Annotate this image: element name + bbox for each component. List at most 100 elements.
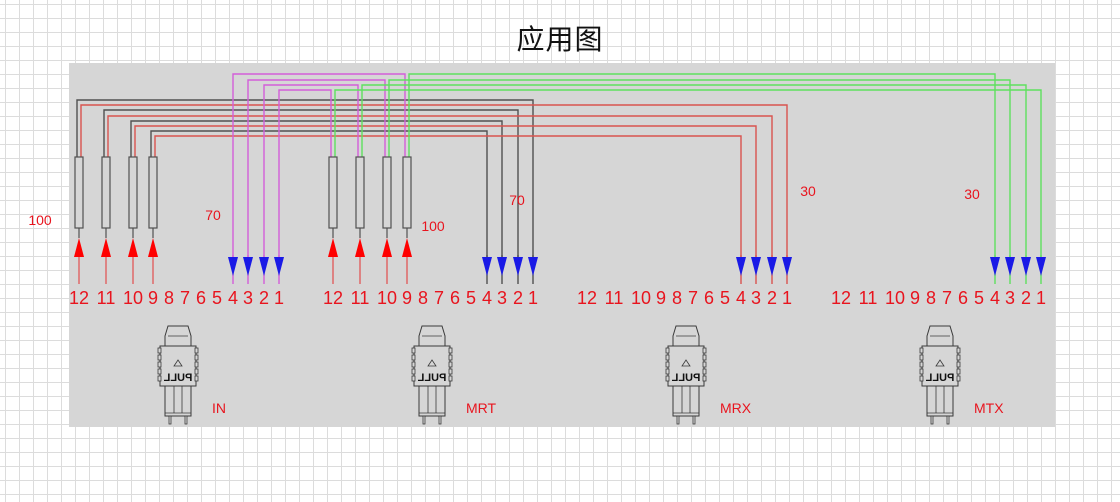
- notch: [702, 368, 707, 375]
- notch: [157, 354, 162, 361]
- pin-label-mrx-4: 4: [736, 288, 746, 308]
- tx-down-arrow-icon: [497, 257, 507, 276]
- pin-label-in-9: 9: [148, 288, 158, 308]
- notch: [665, 354, 670, 361]
- wire-in-2-to-mrt-11: [263, 84, 359, 260]
- connector-boot: [164, 385, 192, 417]
- pin-label-mtx-12: 12: [831, 288, 851, 308]
- fiber-tube-in-11: [101, 156, 111, 229]
- pull-text: PULL: [671, 372, 700, 384]
- notch: [956, 347, 961, 354]
- tx-down-arrow-icon: [259, 257, 269, 276]
- length-label-mtx-length: 30: [964, 186, 980, 202]
- pin-label-in-2: 2: [259, 288, 269, 308]
- notch: [665, 368, 670, 375]
- pull-text: PULL: [163, 372, 192, 384]
- pin-label-mrx-6: 6: [704, 288, 714, 308]
- fiber-tube-mrt-10: [382, 156, 392, 229]
- notch: [956, 375, 961, 382]
- pin-label-mrt-3: 3: [497, 288, 507, 308]
- pin-label-mrt-10: 10: [377, 288, 397, 308]
- pin-label-mrx-12: 12: [577, 288, 597, 308]
- fiber-tube-mrt-9: [402, 156, 412, 229]
- tx-down-arrow-icon: [1036, 257, 1046, 276]
- notch: [919, 354, 924, 361]
- wire-in-1-to-mrt-12: [278, 89, 332, 260]
- pin-label-in-5: 5: [212, 288, 222, 308]
- notch: [702, 354, 707, 361]
- pin-label-mtx-9: 9: [910, 288, 920, 308]
- wire-in-10-to-mrt-3: [130, 120, 503, 260]
- pin-label-mrt-6: 6: [450, 288, 460, 308]
- tx-down-arrow-icon: [482, 257, 492, 276]
- pin-label-mtx-2: 2: [1021, 288, 1031, 308]
- pin-label-mrx-10: 10: [631, 288, 651, 308]
- guide-pin: [676, 415, 680, 425]
- pull-triangle-icon: [173, 359, 183, 367]
- rx-up-arrow-icon: [402, 238, 412, 257]
- notch: [702, 375, 707, 382]
- wire-in-9-to-mrx-4: [154, 135, 742, 260]
- connector-label-mrx: MRX: [720, 400, 752, 416]
- tx-down-arrow-icon: [751, 257, 761, 276]
- tx-down-arrow-icon: [1021, 257, 1031, 276]
- tx-down-arrow-icon: [736, 257, 746, 276]
- pull-triangle-icon: [681, 359, 691, 367]
- notch: [448, 354, 453, 361]
- pin-label-mrx-1: 1: [782, 288, 792, 308]
- notch: [194, 375, 199, 382]
- pin-label-mtx-6: 6: [958, 288, 968, 308]
- pin-label-mtx-11: 11: [859, 288, 878, 308]
- notch: [448, 375, 453, 382]
- length-label-mrt-tx-length: 70: [509, 192, 525, 208]
- connector-boot: [672, 385, 700, 417]
- guide-pin: [438, 415, 442, 425]
- notch: [194, 361, 199, 368]
- tx-down-arrow-icon: [767, 257, 777, 276]
- connector-label-mrt: MRT: [466, 400, 497, 416]
- guide-pin: [930, 415, 934, 425]
- pin-label-in-6: 6: [196, 288, 206, 308]
- notch: [411, 375, 416, 382]
- pin-label-mrt-5: 5: [466, 288, 476, 308]
- pin-label-mrt-11: 11: [351, 288, 370, 308]
- guide-pin: [184, 415, 188, 425]
- pin-label-mtx-10: 10: [885, 288, 905, 308]
- pin-label-in-7: 7: [180, 288, 190, 308]
- pin-label-in-10: 10: [123, 288, 143, 308]
- notch: [194, 354, 199, 361]
- notch: [919, 368, 924, 375]
- tx-down-arrow-icon: [1005, 257, 1015, 276]
- tx-down-arrow-icon: [782, 257, 792, 276]
- guide-pin: [168, 415, 172, 425]
- wire-in-11-to-mrx-2: [107, 115, 773, 260]
- tubes-layer: [74, 156, 412, 238]
- tx-down-arrow-icon: [274, 257, 284, 276]
- notch: [665, 347, 670, 354]
- wire-in-9-to-mrt-4: [150, 130, 488, 260]
- pin-label-mrx-9: 9: [656, 288, 666, 308]
- rx-up-arrow-icon: [128, 238, 138, 257]
- pin-label-mrt-1: 1: [528, 288, 538, 308]
- wire-in-4-to-mrt-9: [232, 73, 406, 260]
- wire-mrt-10-to-mtx-3: [388, 79, 1011, 260]
- diagram-title: 应用图: [516, 23, 604, 56]
- wire-in-12-to-mrt-1: [76, 99, 534, 260]
- notch: [702, 347, 707, 354]
- notch: [919, 347, 924, 354]
- notch: [956, 368, 961, 375]
- pin-label-mrt-12: 12: [323, 288, 343, 308]
- pin-label-mrx-11: 11: [605, 288, 624, 308]
- notch: [194, 347, 199, 354]
- pin-label-in-12: 12: [69, 288, 89, 308]
- notch: [194, 368, 199, 375]
- pin-label-mrt-2: 2: [513, 288, 523, 308]
- notch: [411, 361, 416, 368]
- mpo-connector-icon-mrx: PULL MRX: [665, 325, 752, 425]
- pin-label-in-8: 8: [164, 288, 174, 308]
- pin-label-mtx-3: 3: [1005, 288, 1015, 308]
- length-label-mrt-rx-length: 100: [421, 218, 445, 234]
- notch: [665, 361, 670, 368]
